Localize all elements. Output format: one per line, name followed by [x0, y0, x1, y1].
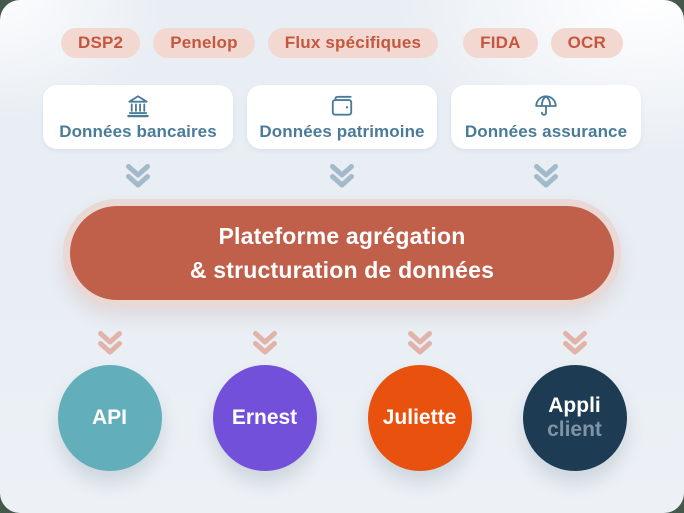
- pill-penelop: Penelop: [153, 28, 255, 58]
- output-circle-api: API: [57, 365, 162, 471]
- source-card-label: Données patrimoine: [259, 121, 425, 141]
- pill-ocr: OCR: [550, 28, 623, 58]
- double-chevron-down-icon: [252, 331, 277, 355]
- double-chevron-down-icon: [97, 331, 122, 355]
- output-circles-row: API Ernest Juliette Appli client: [57, 365, 627, 471]
- output-sublabel: client: [547, 418, 602, 441]
- flow-chevrons-bottom-row: [58, 328, 627, 358]
- output-label: Ernest: [231, 406, 298, 429]
- pill-dsp2: DSP2: [60, 28, 141, 58]
- source-card-donnees-patrimoine: Données patrimoine: [247, 85, 437, 149]
- output-label: Appli: [548, 394, 601, 417]
- output-circle-appli-client: Appli client: [522, 365, 627, 471]
- double-chevron-down-icon: [407, 331, 432, 355]
- platform-title-line1: Plateforme agrégation: [218, 223, 466, 249]
- source-card-donnees-assurance: Données assurance: [451, 85, 641, 149]
- double-chevron-down-icon: [126, 164, 150, 188]
- bank-icon: [125, 93, 151, 119]
- wallet-icon: [329, 93, 355, 119]
- platform-title-line2: & structuration de données: [189, 257, 495, 283]
- source-cards-row: Données bancaires Données patrimoine: [43, 85, 641, 149]
- source-card-donnees-bancaires: Données bancaires: [43, 85, 233, 149]
- double-chevron-down-icon: [534, 164, 558, 188]
- output-label: API: [91, 406, 127, 429]
- output-label: Juliette: [382, 406, 457, 429]
- pill-fida: FIDA: [463, 28, 538, 58]
- flow-chevrons-top-row: [43, 161, 641, 191]
- platform-block: Plateforme agrégation & structuration de…: [63, 199, 621, 307]
- protocol-pills-row: DSP2 Penelop Flux spécifiques FIDA OCR: [0, 28, 684, 58]
- umbrella-icon: [533, 93, 559, 119]
- output-circle-ernest: Ernest: [212, 365, 317, 471]
- source-card-label: Données bancaires: [59, 121, 217, 141]
- double-chevron-down-icon: [562, 331, 587, 355]
- source-card-label: Données assurance: [464, 121, 628, 141]
- pill-flux-specifiques: Flux spécifiques: [267, 28, 439, 58]
- double-chevron-down-icon: [330, 164, 354, 188]
- output-circle-juliette: Juliette: [367, 365, 472, 471]
